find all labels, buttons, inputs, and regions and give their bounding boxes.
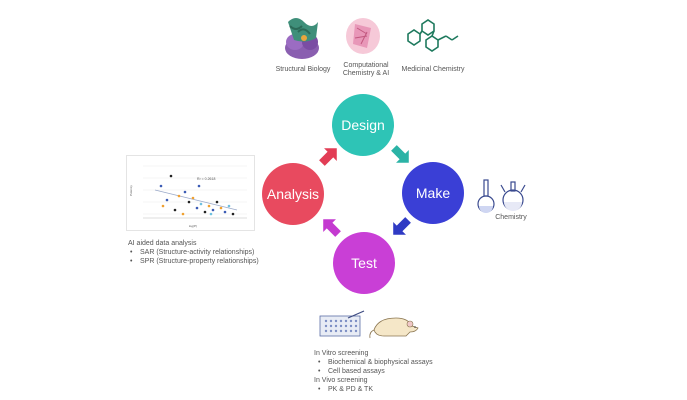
arrow-make-to-test-icon bbox=[393, 217, 411, 235]
in-vivo-item: PK & PD & TK bbox=[318, 385, 373, 394]
arrow-test-to-analysis-icon bbox=[323, 219, 341, 237]
medicinal-chemistry-label: Medicinal Chemistry bbox=[401, 66, 465, 73]
scatter-point bbox=[195, 206, 199, 210]
scatter-point bbox=[223, 210, 227, 214]
scatter-point bbox=[173, 208, 177, 212]
test-node: Test bbox=[333, 232, 395, 294]
scatter-point bbox=[219, 206, 223, 210]
computational-chemistry-icon bbox=[343, 14, 383, 58]
scatter-point bbox=[203, 210, 207, 214]
scatter-point bbox=[169, 174, 173, 178]
scatter-point bbox=[207, 204, 211, 208]
scatter-point bbox=[159, 184, 163, 188]
scatter-point bbox=[197, 184, 201, 188]
analysis-label: Analysis bbox=[266, 186, 320, 202]
arrow-analysis-to-design-icon bbox=[319, 148, 337, 166]
scatter-point bbox=[199, 202, 203, 206]
rat-icon bbox=[369, 317, 419, 339]
mini-chart-xlabel: log(P) bbox=[189, 224, 197, 228]
scatter-point bbox=[181, 212, 185, 216]
chemistry-label: Chemistry bbox=[495, 214, 527, 221]
flask-icon bbox=[477, 179, 495, 213]
scatter-point bbox=[165, 198, 169, 202]
scatter-point bbox=[227, 204, 231, 208]
scatter-point bbox=[177, 194, 181, 198]
scatter-point bbox=[231, 212, 235, 216]
design-node: Design bbox=[332, 94, 394, 156]
well-plate-icon bbox=[319, 310, 365, 337]
scatter-point bbox=[161, 204, 165, 208]
scatter-point bbox=[183, 190, 187, 194]
in-vitro-heading: In Vitro screening bbox=[314, 350, 369, 357]
make-node: Make bbox=[402, 162, 464, 224]
structural-biology-label: Structural Biology bbox=[275, 66, 331, 73]
analysis-bullet: SAR (Structure-activity relationships) bbox=[130, 248, 254, 257]
protein-structure-icon bbox=[280, 12, 324, 60]
molecule-structure-icon bbox=[400, 14, 460, 58]
in-vitro-item: Cell based assays bbox=[318, 367, 385, 376]
scatter-point bbox=[191, 196, 195, 200]
in-vitro-item: Biochemical & biophysical assays bbox=[318, 358, 433, 367]
analysis-bullet: SPR (Structure-property relationships) bbox=[130, 257, 259, 266]
test-label: Test bbox=[351, 255, 377, 271]
scatter-point bbox=[187, 200, 191, 204]
scatter-point bbox=[215, 200, 219, 204]
mini-scatter-chart: R² = 0.2618 log(P) Potency bbox=[126, 155, 255, 231]
in-vivo-heading: In Vivo screening bbox=[314, 377, 368, 384]
r-squared-label: R² = 0.2618 bbox=[197, 177, 215, 181]
arrow-design-to-make-icon bbox=[391, 145, 409, 163]
round-bottom-flask-icon bbox=[500, 181, 526, 211]
scatter-point bbox=[209, 212, 213, 216]
scatter-point bbox=[211, 208, 215, 212]
analysis-heading: AI aided data analysis bbox=[128, 240, 197, 247]
analysis-node: Analysis bbox=[262, 163, 324, 225]
computational-chemistry-label: Computational Chemistry & AI bbox=[342, 62, 390, 77]
design-label: Design bbox=[341, 117, 385, 133]
mini-chart-ylabel: Potency bbox=[129, 185, 133, 196]
make-label: Make bbox=[415, 185, 451, 201]
